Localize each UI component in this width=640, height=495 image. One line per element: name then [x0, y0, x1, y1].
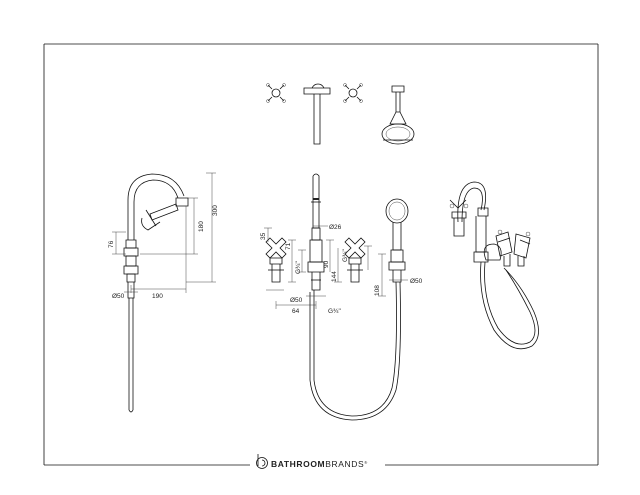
dim-shower-diameter: Ø50 [410, 278, 423, 285]
right-isometric-assembly [449, 181, 539, 350]
dim-handle-body: 71 [285, 242, 292, 250]
top-shower-head-holder [381, 85, 415, 145]
top-spout-part [303, 83, 331, 145]
dim-handle-thread: G¾" [295, 261, 302, 274]
center-handshower [309, 198, 409, 421]
drawing-frame [43, 43, 599, 466]
dim-spacing: 64 [292, 308, 300, 315]
brand-suffix: BRANDS [325, 459, 364, 469]
dim-center-144: 144 [331, 271, 338, 282]
center-left-handle [265, 237, 287, 283]
brand-trademark: ® [364, 460, 368, 465]
left-dimension-lines [112, 172, 216, 293]
dim-left-base-height: 76 [108, 240, 115, 248]
left-mixer-assembly [123, 173, 189, 413]
brand-name: BATHROOMBRANDS® [271, 459, 368, 469]
brand-prefix: BATHROOM [271, 459, 325, 469]
brand-logo [256, 454, 268, 469]
dim-center-base-diameter: Ø50 [290, 297, 303, 304]
center-dimension-lines [264, 225, 408, 309]
dim-bottom-thread: G¾" [328, 308, 341, 315]
dim-left-base-diameter: Ø50 [112, 293, 125, 300]
dim-handle-height: 35 [260, 232, 267, 240]
center-right-handle [344, 237, 366, 283]
top-cross-handle-right [343, 83, 363, 103]
dim-left-reach: 190 [152, 293, 163, 300]
dim-shower-height: 108 [374, 285, 381, 296]
dim-left-height-total: 300 [212, 205, 219, 216]
dim-left-height-spout: 180 [198, 221, 205, 232]
dim-center-thread: G¾" [342, 249, 349, 262]
top-cross-handle-left [266, 83, 286, 103]
center-spout [307, 173, 325, 291]
dim-center-diameter: Ø26 [329, 224, 342, 231]
dim-center-90: 90 [323, 260, 330, 268]
